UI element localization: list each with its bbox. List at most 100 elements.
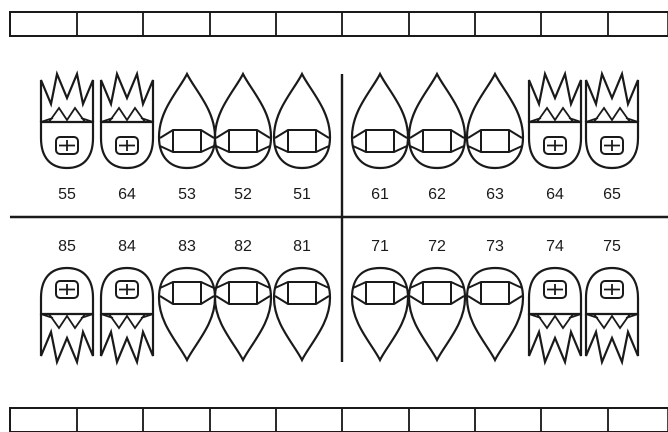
tooth-number: 53 bbox=[178, 186, 196, 203]
tooth-root-inner-lines bbox=[529, 108, 581, 122]
tooth-number: 64 bbox=[546, 186, 564, 203]
tooth-outline bbox=[467, 74, 523, 168]
top-box-strip-cell[interactable] bbox=[77, 12, 143, 36]
upper-tooth-62[interactable]: 62 bbox=[409, 74, 465, 203]
bottom-box-strip-cell[interactable] bbox=[77, 408, 143, 432]
top-box-strip-cell[interactable] bbox=[342, 12, 409, 36]
tooth-root-inner-lines bbox=[41, 314, 93, 328]
lower-tooth-85[interactable]: 85 bbox=[41, 238, 93, 362]
top-box-strip-cell[interactable] bbox=[409, 12, 475, 36]
lower-tooth-84[interactable]: 84 bbox=[101, 238, 153, 362]
tooth-roots bbox=[529, 74, 581, 122]
tooth-number: 84 bbox=[118, 238, 136, 255]
tooth-number: 61 bbox=[371, 186, 389, 203]
tooth-number: 51 bbox=[293, 186, 311, 203]
tooth-roots bbox=[101, 314, 153, 362]
upper-tooth-65[interactable]: 65 bbox=[586, 74, 638, 203]
tooth-surface-lines bbox=[275, 130, 329, 152]
top-box-strip-cell[interactable] bbox=[475, 12, 541, 36]
tooth-root-inner-lines bbox=[586, 314, 638, 328]
upper-tooth-52[interactable]: 52 bbox=[215, 74, 271, 203]
tooth-outline bbox=[215, 74, 271, 168]
tooth-root-inner-lines bbox=[586, 108, 638, 122]
upper-tooth-55[interactable]: 55 bbox=[41, 74, 93, 203]
upper-tooth-53[interactable]: 53 bbox=[159, 74, 215, 203]
tooth-surface-lines bbox=[160, 130, 214, 152]
tooth-number: 85 bbox=[58, 238, 76, 255]
tooth-number: 55 bbox=[58, 186, 76, 203]
tooth-roots bbox=[529, 314, 581, 362]
tooth-number: 71 bbox=[371, 238, 389, 255]
occlusal-cross bbox=[604, 140, 620, 151]
tooth-number: 74 bbox=[546, 238, 564, 255]
tooth-root-inner-lines bbox=[41, 108, 93, 122]
lower-tooth-82[interactable]: 82 bbox=[215, 238, 271, 360]
upper-tooth-63[interactable]: 63 bbox=[467, 74, 523, 203]
occlusal-cross bbox=[547, 284, 563, 295]
upper-tooth-61[interactable]: 61 bbox=[352, 74, 408, 203]
bottom-box-strip-cell[interactable] bbox=[608, 408, 668, 432]
tooth-root-inner-lines bbox=[101, 314, 153, 328]
tooth-number: 65 bbox=[603, 186, 621, 203]
upper-tooth-51[interactable]: 51 bbox=[274, 74, 330, 203]
tooth-outline bbox=[274, 74, 330, 168]
tooth-roots bbox=[586, 74, 638, 122]
tooth-outline bbox=[352, 74, 408, 168]
top-box-strip-cell[interactable] bbox=[210, 12, 276, 36]
tooth-outline bbox=[159, 74, 215, 168]
tooth-roots bbox=[586, 314, 638, 362]
tooth-root-inner-lines bbox=[529, 314, 581, 328]
tooth-root-inner-lines bbox=[101, 108, 153, 122]
occlusal-cross bbox=[604, 284, 620, 295]
tooth-surface-lines bbox=[275, 282, 329, 304]
lower-tooth-73[interactable]: 73 bbox=[467, 238, 523, 360]
tooth-roots bbox=[41, 74, 93, 122]
tooth-roots bbox=[41, 314, 93, 362]
bottom-box-strip-cell[interactable] bbox=[409, 408, 475, 432]
tooth-number: 64 bbox=[118, 186, 136, 203]
tooth-surface-lines bbox=[410, 130, 464, 152]
tooth-surface-lines bbox=[353, 130, 407, 152]
tooth-surface-lines bbox=[468, 282, 522, 304]
tooth-number: 63 bbox=[486, 186, 504, 203]
occlusal-cross bbox=[547, 140, 563, 151]
occlusal-cross bbox=[59, 284, 75, 295]
lower-tooth-71[interactable]: 71 bbox=[352, 238, 408, 360]
lower-tooth-81[interactable]: 81 bbox=[274, 238, 330, 360]
upper-tooth-64[interactable]: 64 bbox=[101, 74, 153, 203]
tooth-number: 72 bbox=[428, 238, 446, 255]
tooth-roots bbox=[101, 74, 153, 122]
bottom-box-strip-cell[interactable] bbox=[475, 408, 541, 432]
top-box-strip bbox=[10, 12, 668, 36]
bottom-box-strip-cell[interactable] bbox=[342, 408, 409, 432]
tooth-number: 83 bbox=[178, 238, 196, 255]
top-box-strip-cell[interactable] bbox=[10, 12, 77, 36]
bottom-box-strip-cell[interactable] bbox=[10, 408, 77, 432]
tooth-surface-lines bbox=[216, 130, 270, 152]
occlusal-cross bbox=[59, 140, 75, 151]
top-box-strip-cell[interactable] bbox=[608, 12, 668, 36]
lower-tooth-72[interactable]: 72 bbox=[409, 238, 465, 360]
tooth-surface-lines bbox=[468, 130, 522, 152]
tooth-surface-lines bbox=[160, 282, 214, 304]
upper-tooth-64[interactable]: 64 bbox=[529, 74, 581, 203]
tooth-number: 81 bbox=[293, 238, 311, 255]
top-box-strip-cell[interactable] bbox=[276, 12, 342, 36]
top-box-strip-cell[interactable] bbox=[143, 12, 210, 36]
top-box-strip-cell[interactable] bbox=[541, 12, 608, 36]
lower-tooth-75[interactable]: 75 bbox=[586, 238, 638, 362]
tooth-number: 75 bbox=[603, 238, 621, 255]
tooth-surface-lines bbox=[410, 282, 464, 304]
lower-tooth-74[interactable]: 74 bbox=[529, 238, 581, 362]
lower-tooth-83[interactable]: 83 bbox=[159, 238, 215, 360]
bottom-box-strip-cell[interactable] bbox=[541, 408, 608, 432]
tooth-surface-lines bbox=[216, 282, 270, 304]
bottom-box-strip-cell[interactable] bbox=[276, 408, 342, 432]
bottom-box-strip bbox=[10, 408, 668, 432]
tooth-number: 52 bbox=[234, 186, 252, 203]
tooth-number: 82 bbox=[234, 238, 252, 255]
bottom-box-strip-cell[interactable] bbox=[143, 408, 210, 432]
bottom-box-strip-cell[interactable] bbox=[210, 408, 276, 432]
tooth-number: 73 bbox=[486, 238, 504, 255]
